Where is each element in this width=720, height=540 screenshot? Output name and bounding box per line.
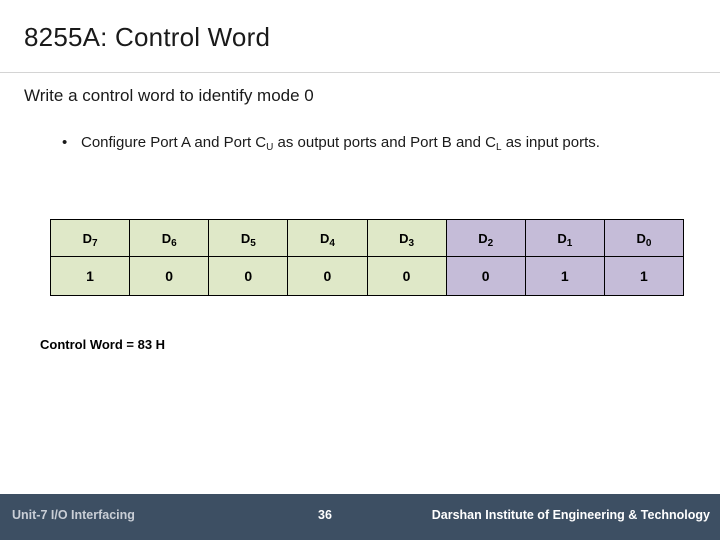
footer-unit-label: Unit-7 I/O Interfacing: [12, 508, 135, 522]
bullet-part-3: as input ports.: [505, 134, 600, 151]
table-cell-value: 1: [524, 256, 605, 296]
bullet-sub-2: L: [495, 142, 502, 153]
bit-index: 0: [645, 237, 652, 249]
bit-label: D: [161, 230, 172, 246]
table-cell-value: 0: [445, 256, 526, 296]
control-word-note: Control Word = 83 H: [40, 337, 166, 352]
bit-label: D: [557, 230, 567, 246]
table-header-cell: D6: [129, 219, 210, 257]
bit-index: 1: [566, 237, 573, 249]
table-cell-value: 0: [366, 256, 447, 296]
table-header-row: D7 D6 D5 D4 D3 D2 D1 D0: [49, 219, 685, 257]
bit-label: D: [636, 230, 646, 246]
bit-label: D: [478, 230, 488, 246]
bullet-marker: •: [62, 134, 68, 151]
bit-index: 3: [408, 237, 415, 249]
control-word-table: D7 D6 D5 D4 D3 D2 D1 D0 1 0 0 0 0 0 1 1: [49, 219, 685, 296]
table-cell-value: 0: [208, 256, 289, 296]
bit-label: D: [240, 230, 251, 246]
table-header-cell: D5: [208, 219, 289, 257]
table-header-cell: D4: [287, 219, 368, 257]
bit-index: 4: [329, 237, 335, 249]
footer-institute-label: Darshan Institute of Engineering & Techn…: [431, 508, 710, 522]
table-cell-value: 0: [129, 256, 210, 296]
table-cell-value: 0: [287, 256, 368, 296]
bit-label: D: [319, 230, 330, 246]
table-header-cell: D0: [603, 219, 685, 257]
bit-index: 2: [487, 237, 494, 249]
bit-label: D: [82, 230, 92, 246]
lead-text: Write a control word to identify mode 0: [24, 86, 314, 105]
table-header-cell: D7: [49, 219, 131, 257]
table-cell-value: 1: [603, 256, 685, 296]
bullet-part-2: as output ports and Port B and C: [273, 134, 496, 151]
table-cell-value: 1: [49, 256, 131, 296]
bit-index: 5: [250, 237, 256, 249]
page-title: 8255A: Control Word: [24, 22, 271, 52]
table-header-cell: D2: [445, 219, 526, 257]
bullet-item: • Configure Port A and Port CU as output…: [62, 131, 712, 154]
footer-page-number: 36: [318, 508, 332, 522]
bullet-part-1: Configure Port A and Port C: [81, 134, 267, 151]
bullet-text: Configure Port A and Port CU as output p…: [62, 131, 712, 154]
bit-label: D: [399, 230, 409, 246]
bit-index: 6: [171, 237, 177, 249]
table-header-cell: D3: [366, 219, 447, 257]
title-divider: [0, 72, 720, 73]
bullet-sub-1: U: [266, 142, 274, 153]
bit-index: 7: [91, 237, 98, 249]
slide-footer: Unit-7 I/O Interfacing 36 Darshan Instit…: [0, 494, 720, 540]
table-row: 1 0 0 0 0 0 1 1: [49, 256, 685, 296]
table-header-cell: D1: [524, 219, 605, 257]
